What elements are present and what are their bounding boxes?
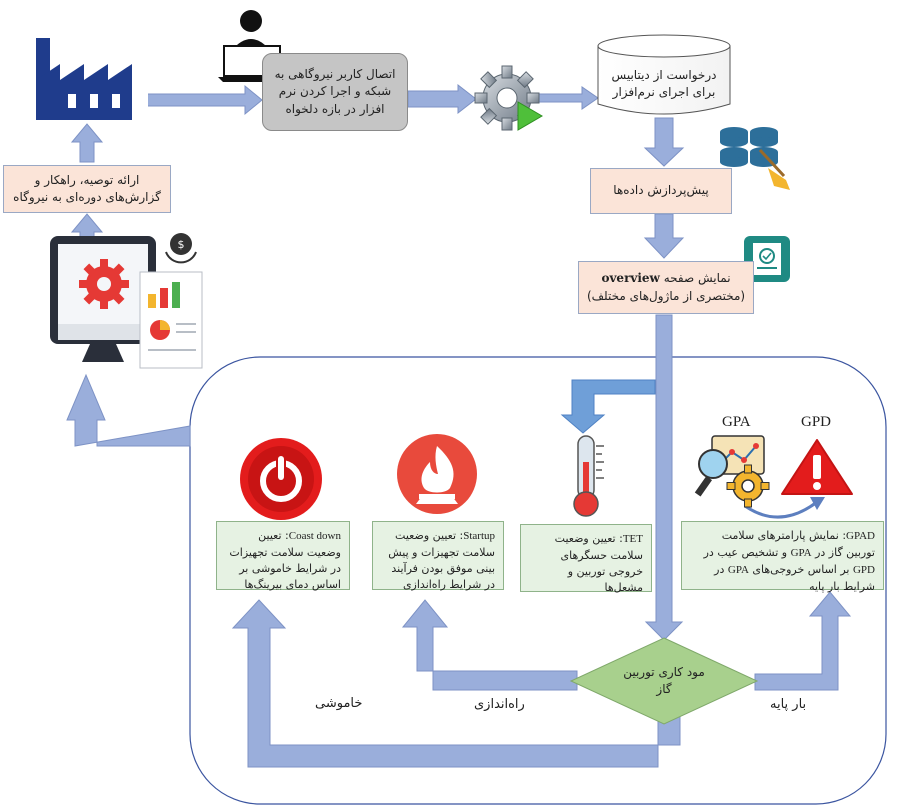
arrow-db-to-preprocess <box>643 117 685 167</box>
gpad-gpa: GPA <box>790 546 812 559</box>
overview-subtitle: (مختصری از ماژول‌های مختلف) <box>586 288 746 303</box>
decision-text-box: مود کاری توربین گاز <box>614 660 714 702</box>
report-text: ارائه توصیه، راهکار و گزارش‌های دوره‌ای … <box>13 172 161 204</box>
gear-play-icon <box>474 65 543 131</box>
gpad-text-2: و تشخیص عیب در <box>703 545 791 559</box>
coast-down-key: Coast down <box>288 530 341 542</box>
arrow-decision-to-shutdown <box>231 599 681 768</box>
arrow-decision-to-gpad <box>754 591 852 691</box>
report-box: ارائه توصیه، راهکار و گزارش‌های دوره‌ای … <box>3 165 171 213</box>
gpad-text-4: در شرایط بار پایه <box>714 562 875 593</box>
decision-text: مود کاری توربین گاز <box>623 664 705 696</box>
tet-text: : تعیین وضعیت سلامت حسگرهای خروجی توربین… <box>554 532 643 594</box>
startup-key: Startup <box>463 530 495 542</box>
label-gpd: GPD <box>801 414 832 430</box>
gpad-text-3: بر اساس خروجی‌های <box>748 562 853 576</box>
label-startup: راه‌اندازی <box>474 697 525 712</box>
arrow-overview-to-tet <box>560 379 656 434</box>
label-shutdown: خاموشی <box>315 696 363 711</box>
db-request-text: درخواست از دیتابیس برای اجرای نرم‌افزار <box>611 67 717 99</box>
arrow-preprocess-to-overview <box>643 213 685 259</box>
arrow-decision-to-startup <box>401 599 578 691</box>
connect-user-box: اتصال کاربر نیروگاهی به شبکه و اجرا کردن… <box>262 53 408 131</box>
arrow-connect-to-gear <box>407 83 477 115</box>
modules-container <box>189 356 887 805</box>
thermometer-icon <box>573 435 604 517</box>
label-baseload: بار پایه <box>770 697 807 712</box>
preprocess-box: پیش‌پردازش داده‌ها <box>590 168 732 214</box>
tet-box: TET: تعیین وضعیت سلامت حسگرهای خروجی تور… <box>520 524 652 594</box>
arrow-gpa-to-gpd <box>744 500 818 519</box>
factory-icon <box>24 38 148 122</box>
gpad-text-1: : نمایش پارامترهای سلامت توربین گاز در <box>721 529 875 559</box>
gpa-analysis-icon <box>694 435 770 508</box>
gpad-box: GPAD: نمایش پارامترهای سلامت توربین گاز … <box>681 521 884 593</box>
gpad-gpa-2: GPA <box>727 563 749 576</box>
label-gpa: GPA <box>722 414 751 430</box>
tet-key: TET <box>622 533 643 545</box>
overview-word: overview <box>601 271 660 286</box>
arrow-overview-to-decision <box>644 314 684 641</box>
database-clean-icon <box>720 127 790 190</box>
gpad-key: GPAD <box>846 530 875 542</box>
connect-user-text: اتصال کاربر نیروگاهی به شبکه و اجرا کردن… <box>274 66 396 116</box>
svg-text:$: $ <box>178 238 185 251</box>
overview-doc-icon <box>744 236 790 282</box>
coast-down-box: Coast down: تعیین وضعیت سلامت تجهیزات در… <box>216 521 350 591</box>
db-request-box: درخواست از دیتابیس برای اجرای نرم‌افزار <box>600 60 728 108</box>
coast-down-text: : تعیین وضعیت سلامت تجهیزات در شرایط خام… <box>229 529 341 591</box>
decision-diamond <box>569 637 759 725</box>
arrow-factory-to-connect <box>137 84 263 116</box>
preprocess-text: پیش‌پردازش داده‌ها <box>613 183 709 198</box>
arrow-container-to-monitor <box>66 373 191 447</box>
gpad-gpd: GPD <box>852 563 875 576</box>
flame-icon <box>397 434 477 514</box>
arrow-gear-to-db <box>536 86 599 110</box>
startup-box: Startup: تعیین وضعیت سلامت تجهیزات و پیش… <box>372 521 504 591</box>
database-icon <box>597 34 731 115</box>
startup-text: : تعیین وضعیت سلامت تجهیزات و پیش بینی م… <box>388 529 495 591</box>
gpd-warning-icon <box>781 439 853 495</box>
monitor-dashboard-icon: $ <box>50 233 203 369</box>
arrow-report-to-factory <box>70 123 104 163</box>
overview-box: نمایش صفحه overview (مختصری از ماژول‌های… <box>578 261 754 314</box>
overview-title-text: نمایش صفحه <box>663 271 731 286</box>
power-icon <box>240 438 322 520</box>
